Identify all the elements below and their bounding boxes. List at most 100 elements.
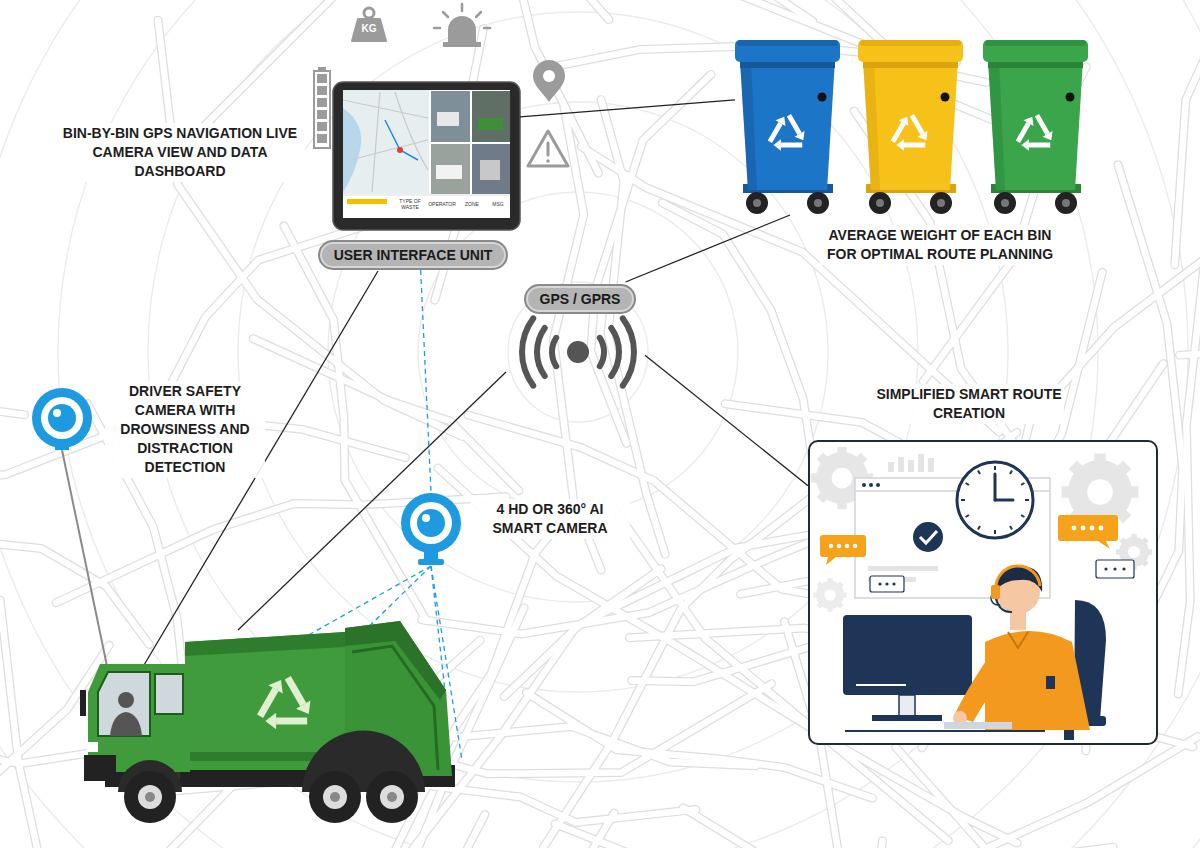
waste-bin-part [896,133,925,159]
waste-bin-part [814,199,822,207]
recycle-symbol [249,678,311,741]
waste-bins-group: AVERAGE WEIGHT OF EACH BIN FOR OPTIMAL R… [735,38,1090,215]
tablet-device-part [478,118,503,130]
truck-wheel-part [387,792,397,802]
waste-bin-part-part [1037,115,1048,133]
waste-bin-part [941,93,950,102]
smart-camera-icon [401,493,461,565]
operator-illustration-part-part [1104,567,1107,570]
operator-illustration-part [957,462,1033,538]
truck-wheel [124,771,418,823]
operator-illustration-part [845,730,1045,732]
operator-illustration-part [869,483,873,487]
street-map-part [730,737,1197,848]
operator-illustration-part [985,631,1090,730]
siren-icon-part [434,27,440,30]
waste-bin-part [807,192,829,214]
dashboard-field-label: MSG [488,201,508,207]
waste-bin-part-part [1043,131,1053,140]
clock-ticks-part [994,466,996,470]
gear-icons-part-part [1068,460,1132,524]
waste-bin-part-part [1024,116,1037,129]
street-map-part [284,226,427,621]
driver-camera-icon-part [53,409,61,417]
operator-illustration-part-part [885,582,888,585]
smart-camera-icon-part [417,509,445,537]
waste-bin-part [988,60,1083,190]
tablet-device-part [397,147,403,153]
operator-illustration-part [870,576,904,592]
location-pin-icon-part [533,60,565,102]
wireless-symbol-part [567,341,589,363]
tablet-device-part [343,90,510,218]
truck-wheel-part [309,771,361,823]
recycle-symbol-part-part [252,689,283,716]
smart-camera-icon-part [401,493,461,553]
waste-bin-part [753,199,761,207]
waste-bin-part [1066,93,1075,102]
tablet-device-part [347,199,387,204]
street-map-part [428,0,813,21]
leader-wires-part [128,271,378,692]
street-map-part [629,841,882,848]
gear-icons-part-part [816,581,844,609]
gear-icons-part-part [832,468,853,489]
operator-illustration-part [872,715,942,721]
tablet-device-part [343,108,361,192]
tablet-device-part [472,91,510,142]
tablet-device-part [343,195,510,196]
dashboard-field-label: TYPE OF WASTE [396,198,424,210]
operator-illustration-part-part [918,454,924,472]
warning-icon [528,131,568,166]
street-map-part [0,293,25,414]
data-link-line [645,355,808,486]
gps-gprs-hub: GPS / GPRS [515,282,645,400]
waste-bin [735,40,840,214]
waste-bin-part [1010,116,1039,142]
waste-bin-part [994,192,1016,214]
operator-illustration-part-part [1081,526,1086,531]
tablet-device-part [472,144,510,194]
location-pin-icon-part [543,70,555,82]
operator-illustration-part [868,566,938,571]
warning-icon-part [546,159,550,163]
battery-icon-part-part [317,122,327,131]
operator-illustration-part-part [853,544,857,548]
waste-bin-part-part [896,137,909,150]
waste-bin [983,40,1088,214]
waste-bin-part-part [899,116,912,129]
waste-bin [858,40,963,214]
garbage-truck-part [80,690,86,716]
street-map-part [555,824,1054,848]
camera-feed-line [421,270,431,492]
battery-icon-part [314,71,330,148]
operator-illustration-part-part [1113,567,1116,570]
siren-icon [434,4,490,47]
clock-ticks-part [966,515,969,517]
siren-icon-part [484,27,490,30]
weight-icon-part [364,8,374,18]
waste-bin-part-part [789,115,800,133]
garbage-truck-part [345,621,446,700]
weight-unit-label: KG [356,23,382,35]
weight-icon-part [352,19,386,41]
dashboard-field-label: ZONE [461,201,483,207]
waste-bin-part [1055,192,1077,214]
garbage-truck-part [98,672,150,736]
recycle-symbol-part-part [276,708,307,735]
dashboard-field-label: OPERATOR [426,201,458,207]
waste-bin-part [789,115,805,140]
tablet-device-part [431,91,470,142]
operator-illustration-part-part [1072,526,1077,531]
operator-illustration-part [1008,632,1028,648]
waste-bin-part [863,60,880,190]
gear-icons [811,447,1152,612]
wireless-symbol-part [620,315,637,388]
operator-illustration-part-part [1090,526,1095,531]
battery-icon-part-part [317,86,327,95]
waste-bin-part [737,40,838,46]
operator-illustration-part [1046,676,1055,689]
waste-bin-part-part [776,116,789,129]
